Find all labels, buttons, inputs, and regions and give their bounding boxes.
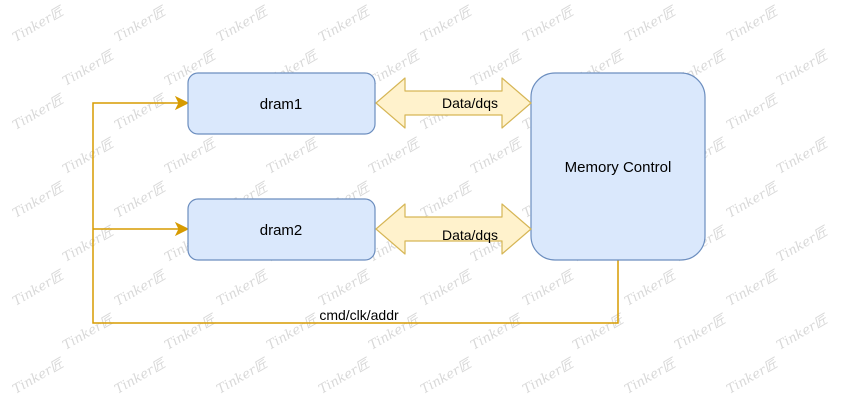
watermark-text: Tinker匠: [774, 223, 832, 265]
watermark-text: Tinker匠: [418, 179, 476, 221]
node-dram1[interactable]: dram1: [187, 72, 376, 135]
watermark-text: Tinker匠: [418, 3, 476, 45]
watermark-text: Tinker匠: [60, 47, 118, 89]
watermark-layer: Tinker匠Tinker匠Tinker匠Tinker匠Tinker匠Tinke…: [10, 3, 832, 397]
watermark-text: Tinker匠: [622, 3, 680, 45]
watermark-text: Tinker匠: [774, 311, 832, 353]
watermark-text: Tinker匠: [724, 355, 782, 397]
watermark-text: Tinker匠: [162, 311, 220, 353]
edge-data-dqs-2[interactable]: Data/dqs: [375, 203, 532, 255]
watermark-text: Tinker匠: [214, 355, 272, 397]
watermark-text: Tinker匠: [316, 355, 374, 397]
node-dram2[interactable]: dram2: [187, 198, 376, 261]
watermark-text: Tinker匠: [724, 179, 782, 221]
watermark-text: Tinker匠: [468, 47, 526, 89]
watermark-text: Tinker匠: [60, 135, 118, 177]
double-arrow-2: [375, 203, 532, 255]
watermark-text: Tinker匠: [570, 311, 628, 353]
watermark-text: Tinker匠: [214, 267, 272, 309]
watermark-text: Tinker匠: [112, 267, 170, 309]
watermark-text: Tinker匠: [724, 267, 782, 309]
watermark-text: Tinker匠: [112, 3, 170, 45]
watermark-text: Tinker匠: [520, 355, 578, 397]
watermark-text: Tinker匠: [774, 47, 832, 89]
watermark-text: Tinker匠: [162, 135, 220, 177]
node-memory-control[interactable]: Memory Control: [530, 72, 706, 261]
edge-label-cmd-clk-addr: cmd/clk/addr: [319, 307, 399, 323]
watermark-text: Tinker匠: [520, 3, 578, 45]
edge-cmd-clk-addr[interactable]: cmd/clk/addr: [92, 95, 619, 324]
watermark-text: Tinker匠: [214, 3, 272, 45]
watermark-text: Tinker匠: [724, 91, 782, 133]
watermark-text: Tinker匠: [10, 3, 68, 45]
watermark-text: Tinker匠: [468, 135, 526, 177]
watermark-text: Tinker匠: [10, 179, 68, 221]
watermark-text: Tinker匠: [264, 311, 322, 353]
arrowhead-dram2: [174, 221, 190, 237]
edge-label-data-dqs-2: Data/dqs: [442, 227, 498, 243]
watermark-text: Tinker匠: [418, 267, 476, 309]
node-label-dram2: dram2: [260, 222, 303, 239]
watermark-text: Tinker匠: [10, 355, 68, 397]
watermark-text: Tinker匠: [724, 3, 782, 45]
watermark-text: Tinker匠: [112, 179, 170, 221]
edge-label-data-dqs-1: Data/dqs: [442, 95, 498, 111]
watermark-text: Tinker匠: [112, 91, 170, 133]
watermark-text: Tinker匠: [10, 91, 68, 133]
watermark-text: Tinker匠: [774, 135, 832, 177]
double-arrow-1: [375, 77, 532, 129]
arrowhead-dram1: [174, 95, 190, 111]
watermark-text: Tinker匠: [316, 267, 374, 309]
watermark-text: Tinker匠: [316, 3, 374, 45]
watermark-text: Tinker匠: [520, 267, 578, 309]
watermark-text: Tinker匠: [60, 311, 118, 353]
watermark-text: Tinker匠: [10, 267, 68, 309]
watermark-text: Tinker匠: [468, 311, 526, 353]
node-label-dram1: dram1: [260, 96, 303, 113]
watermark-text: Tinker匠: [264, 135, 322, 177]
edge-data-dqs-1[interactable]: Data/dqs: [375, 77, 532, 129]
watermark-text: Tinker匠: [418, 355, 476, 397]
node-label-memory-control: Memory Control: [565, 159, 672, 176]
watermark-text: Tinker匠: [366, 135, 424, 177]
watermark-text: Tinker匠: [672, 311, 730, 353]
watermark-text: Tinker匠: [622, 267, 680, 309]
watermark-text: Tinker匠: [112, 355, 170, 397]
bus-line: [92, 102, 619, 324]
watermark-text: Tinker匠: [60, 223, 118, 265]
watermark-text: Tinker匠: [622, 355, 680, 397]
